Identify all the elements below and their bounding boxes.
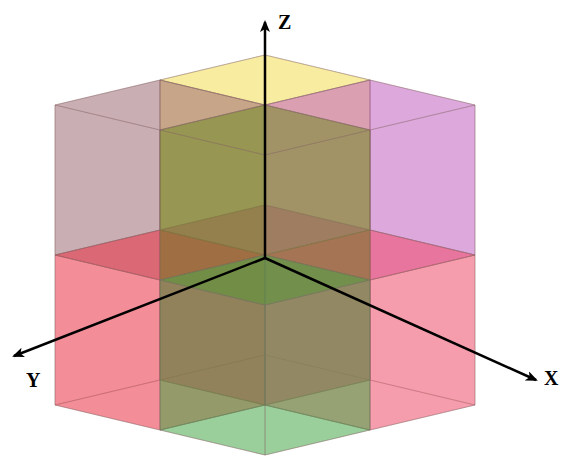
cube-face xyxy=(160,280,265,455)
cube-face xyxy=(370,255,475,430)
x-axis xyxy=(265,258,536,380)
axis-label: Z xyxy=(278,12,291,32)
cube-face xyxy=(55,255,160,430)
cube-face xyxy=(265,280,370,455)
cube-face xyxy=(160,255,370,305)
axis-label: X xyxy=(544,368,558,388)
z-axis xyxy=(264,22,267,258)
axis-label: Y xyxy=(26,370,40,390)
axes xyxy=(14,22,536,380)
y-axis xyxy=(14,258,265,356)
